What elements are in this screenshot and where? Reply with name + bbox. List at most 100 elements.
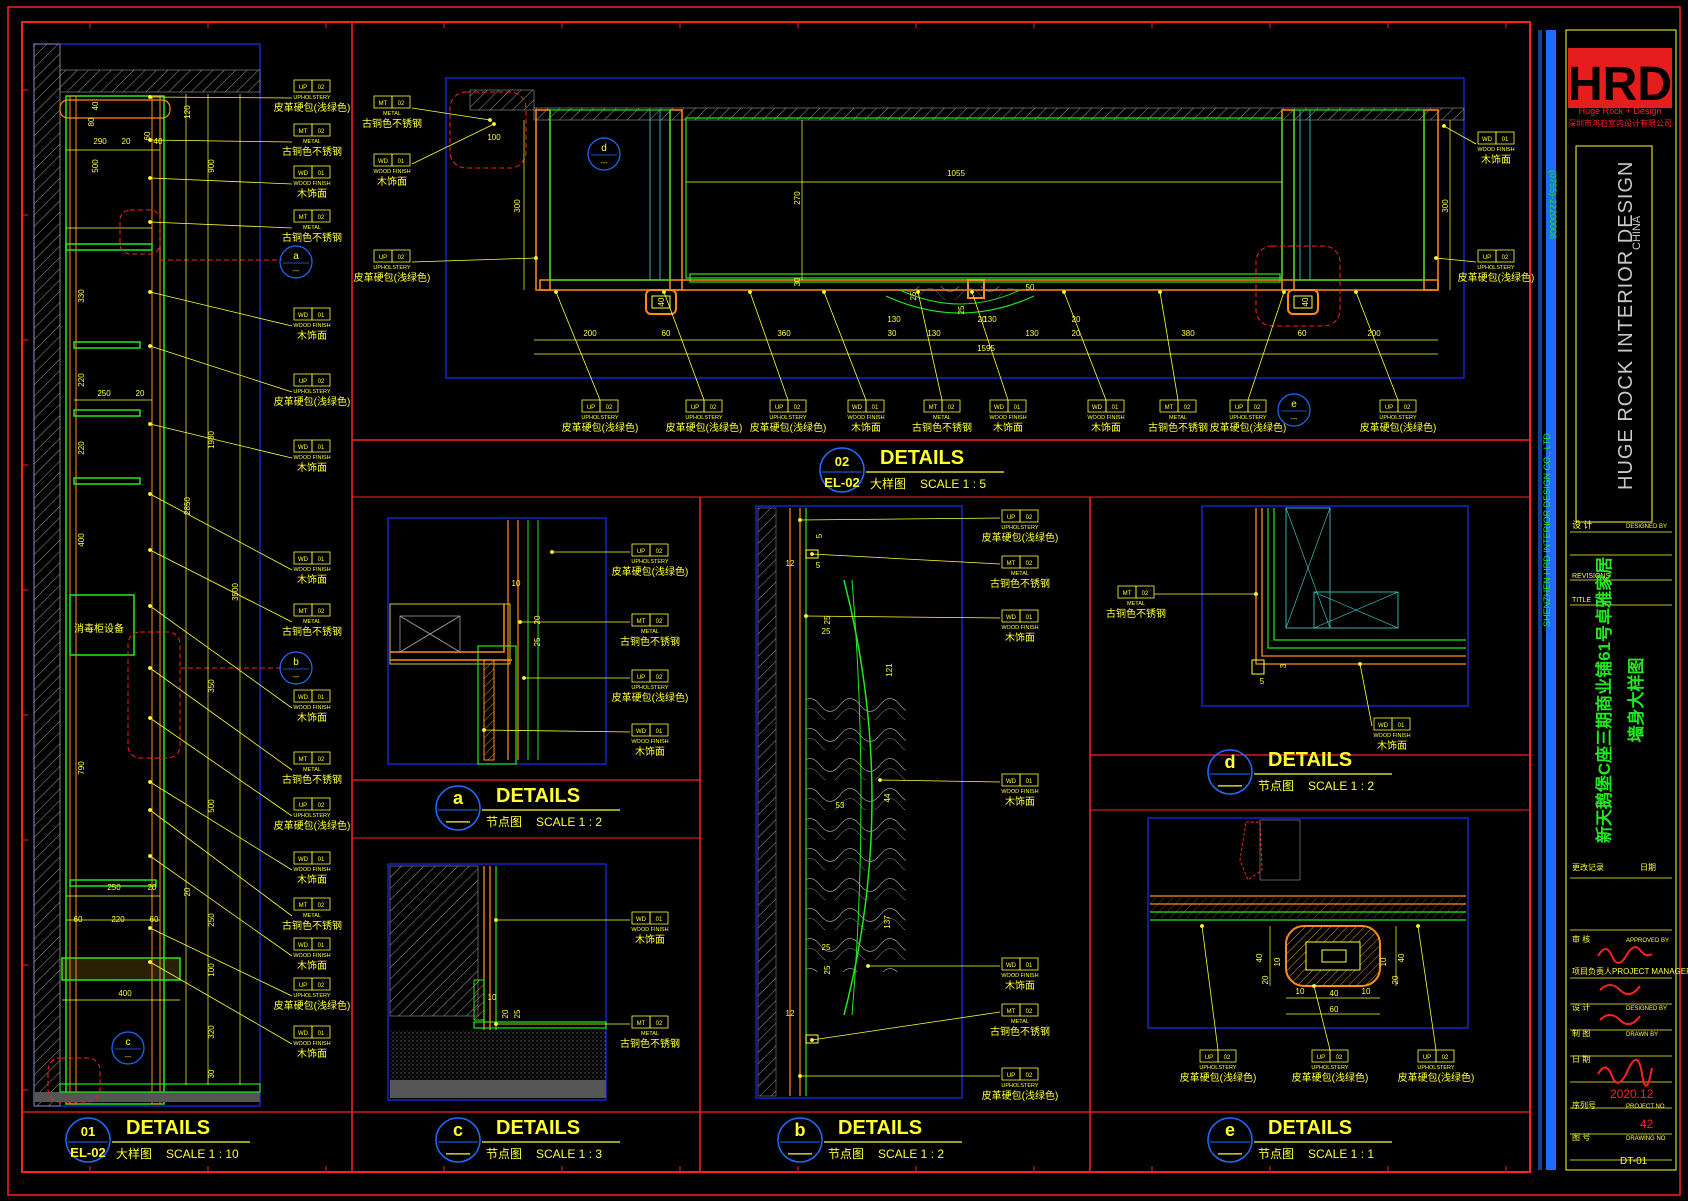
dimension-label: 10 <box>512 579 521 588</box>
dimension-label: 10 <box>488 993 497 1002</box>
dimension-label: 50 <box>1026 283 1035 292</box>
svg-text:01: 01 <box>1026 615 1033 621</box>
dimension-label: 220 <box>77 441 86 455</box>
svg-text:01: 01 <box>872 405 879 411</box>
svg-text:02: 02 <box>606 405 613 411</box>
svg-text:古铜色不锈钢: 古铜色不锈钢 <box>282 773 342 786</box>
svg-text:METAL: METAL <box>1011 1019 1029 1025</box>
section-marker-b: b--- <box>279 651 313 685</box>
svg-text:01: 01 <box>318 1031 325 1037</box>
svg-text:WOOD FINISH: WOOD FINISH <box>631 739 668 745</box>
dimension-label: 300 <box>513 199 522 213</box>
svg-text:SCALE 1 : 1: SCALE 1 : 1 <box>1308 1147 1374 1161</box>
svg-text:METAL: METAL <box>303 913 321 919</box>
svg-text:WOOD FINISH: WOOD FINISH <box>293 567 330 573</box>
svg-text:DRAWN BY: DRAWN BY <box>1626 1032 1658 1038</box>
svg-text:UP: UP <box>587 405 595 411</box>
svg-text:DETAILS: DETAILS <box>496 785 580 807</box>
dimension-label: 400 <box>118 989 132 998</box>
svg-text:02: 02 <box>1254 405 1261 411</box>
dimension-label: 60 <box>74 915 83 924</box>
svg-text:UP: UP <box>637 675 645 681</box>
dimension-label: 1595 <box>977 344 995 353</box>
svg-text:大样图: 大样图 <box>870 476 906 491</box>
svg-text:02: 02 <box>1026 561 1033 567</box>
section-marker-e: e--- <box>1277 393 1311 427</box>
section-marker-a: a--- <box>279 245 313 279</box>
svg-text:SCALE 1 : 5: SCALE 1 : 5 <box>920 477 986 491</box>
dimension-label: 30 <box>793 277 802 286</box>
svg-text:WD: WD <box>298 695 309 701</box>
dimension-label: 60 <box>143 131 152 140</box>
svg-text:d: d <box>1225 752 1236 772</box>
dimension-label: 330 <box>77 289 86 303</box>
company-en: SHENZHEN HRD INTERIOR DESIGN CO., LTD <box>1542 433 1552 627</box>
svg-text:02: 02 <box>1224 1055 1231 1061</box>
svg-text:01: 01 <box>318 445 325 451</box>
svg-text:WOOD FINISH: WOOD FINISH <box>1477 147 1514 153</box>
svg-text:UP: UP <box>299 983 307 989</box>
svg-text:02: 02 <box>948 405 955 411</box>
svg-text:WD: WD <box>636 917 647 923</box>
svg-text:WOOD FINISH: WOOD FINISH <box>1001 625 1038 631</box>
svg-text:02: 02 <box>1026 515 1033 521</box>
svg-text:UP: UP <box>299 85 307 91</box>
svg-text:02: 02 <box>1502 255 1509 261</box>
svg-text:MT: MT <box>637 619 646 625</box>
svg-text:UPHOLSTERY: UPHOLSTERY <box>293 813 331 819</box>
svg-text:a: a <box>293 251 299 262</box>
svg-text:皮革硬包(浅绿色): 皮革硬包(浅绿色) <box>354 271 431 284</box>
svg-text:皮革硬包(浅绿色): 皮革硬包(浅绿色) <box>1292 1071 1369 1084</box>
svg-text:02: 02 <box>1142 591 1149 597</box>
svg-text:02: 02 <box>710 405 717 411</box>
dimension-label: 30 <box>207 1069 216 1078</box>
dimension-label: 250 <box>207 913 216 927</box>
svg-text:皮革硬包(浅绿色): 皮革硬包(浅绿色) <box>612 691 689 704</box>
dimension-label: 12 <box>786 1009 795 1018</box>
svg-text:UP: UP <box>379 255 387 261</box>
svg-text:DETAILS: DETAILS <box>496 1117 580 1139</box>
svg-text:MT: MT <box>929 405 938 411</box>
svg-text:e: e <box>1291 399 1297 410</box>
svg-text:DETAILS: DETAILS <box>126 1117 210 1139</box>
dimension-label: 44 <box>883 793 892 802</box>
dimension-label: 40 <box>1301 297 1310 306</box>
svg-text:01: 01 <box>656 917 663 923</box>
svg-text:UP: UP <box>1007 1073 1015 1079</box>
svg-text:WOOD FINISH: WOOD FINISH <box>631 927 668 933</box>
svg-text:UPHOLSTERY: UPHOLSTERY <box>293 993 331 999</box>
svg-text:WD: WD <box>298 1031 309 1037</box>
dimension-label: 100 <box>487 133 501 142</box>
svg-text:古铜色不锈钢: 古铜色不锈钢 <box>282 919 342 932</box>
svg-text:METAL: METAL <box>303 139 321 145</box>
dimension-label: 25 <box>822 943 831 952</box>
svg-text:节点图: 节点图 <box>1258 1147 1294 1161</box>
svg-text:02: 02 <box>656 675 663 681</box>
svg-text:e: e <box>1225 1120 1235 1140</box>
svg-text:节点图: 节点图 <box>486 1147 522 1161</box>
svg-text:02: 02 <box>318 803 325 809</box>
dimension-label: 360 <box>777 329 791 338</box>
dimension-label: 130 <box>1025 329 1039 338</box>
svg-text:MT: MT <box>1007 1009 1016 1015</box>
svg-text:——: —— <box>788 1146 812 1160</box>
svg-text:02: 02 <box>1026 1009 1033 1015</box>
dimension-label: 1055 <box>947 169 965 178</box>
brand-country: CHINA <box>1631 215 1643 250</box>
dimension-label: 250 <box>97 389 111 398</box>
svg-text:木饰面: 木饰面 <box>851 421 881 434</box>
